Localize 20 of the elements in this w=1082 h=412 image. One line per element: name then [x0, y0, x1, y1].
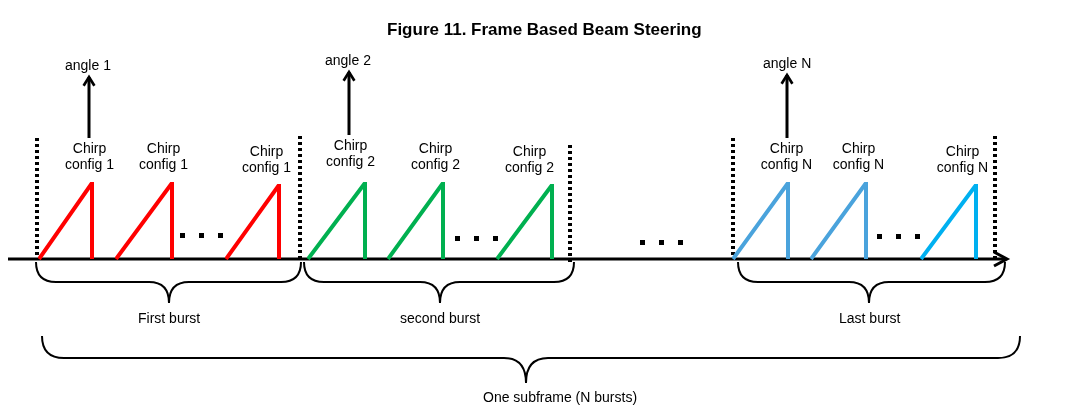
figure-title: Figure 11. Frame Based Beam Steering [387, 20, 702, 40]
chirp-label: Chirp config 1 [64, 140, 115, 172]
angle-label: angle 1 [65, 57, 111, 73]
chirp-label: Chirp config 2 [504, 143, 555, 175]
arrow [82, 75, 96, 138]
chirp-label: Chirp config N [760, 140, 813, 172]
chirp-label: Chirp config 1 [241, 143, 292, 175]
chirp-label: Chirp config N [936, 143, 989, 175]
burst-label: second burst [400, 310, 481, 326]
angle-label: angle N [763, 55, 812, 71]
burst-label: Last burst [839, 310, 901, 326]
chirp-label: Chirp config 1 [138, 140, 189, 172]
chirp-label: Chirp config 2 [325, 137, 376, 169]
chirp-label: Chirp config 2 [410, 140, 461, 172]
arrow [342, 70, 356, 135]
angle-label: angle 2 [325, 52, 371, 68]
subframe-label: One subframe (N bursts) [483, 389, 638, 405]
burst-label: First burst [138, 310, 201, 326]
arrow [780, 73, 794, 138]
chirp-label: Chirp config N [832, 140, 885, 172]
